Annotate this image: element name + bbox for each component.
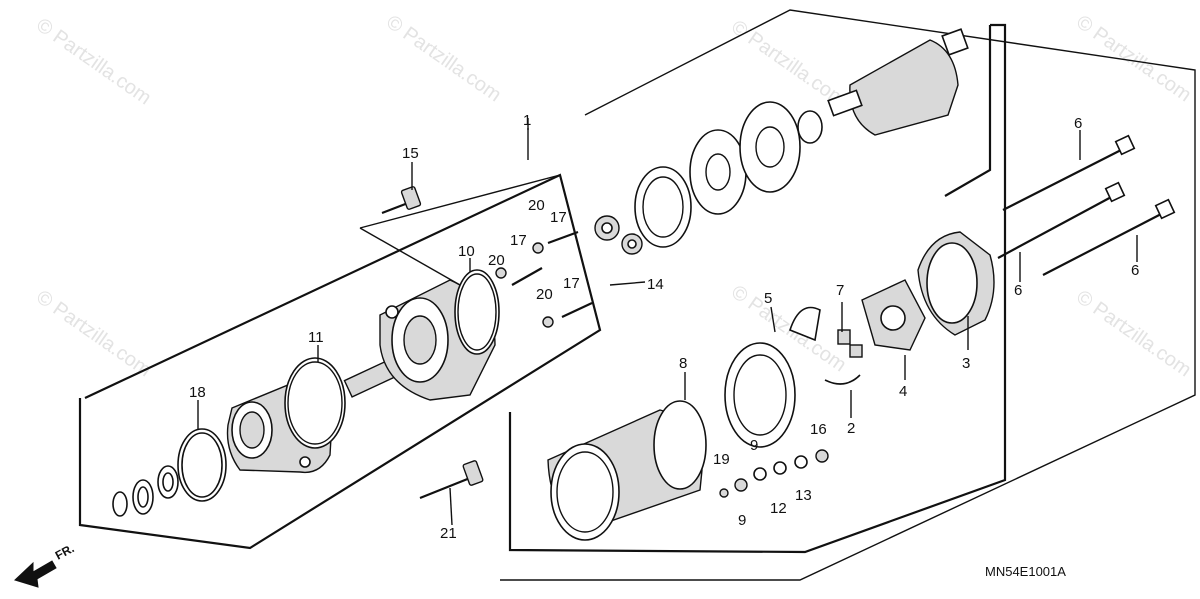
watermarks: © Partzilla.com © Partzilla.com © Partzi… <box>32 11 1195 381</box>
bolt-21 <box>419 460 484 500</box>
diagram-code: MN54E1001A <box>985 564 1066 579</box>
ring-gear <box>634 166 692 248</box>
callout-7: 7 <box>836 282 844 299</box>
plate-washers <box>689 101 823 215</box>
callout-9: 9 <box>738 512 746 529</box>
callout-20: 20 <box>536 286 553 303</box>
callout-20: 20 <box>488 252 505 269</box>
motor-case <box>547 400 707 541</box>
callout-labels: 1 15 20 17 17 10 20 17 14 20 11 18 21 6 … <box>189 112 1139 542</box>
bolts-and-washers <box>495 230 593 328</box>
front-direction-label: FR. <box>53 541 77 562</box>
brush-holder-plate <box>861 279 926 351</box>
callout-6: 6 <box>1131 262 1139 279</box>
callout-13: 13 <box>795 487 812 504</box>
callout-17: 17 <box>510 232 527 249</box>
callout-19: 19 <box>713 451 730 468</box>
watermark: © Partzilla.com <box>1072 11 1195 106</box>
terminal-hardware <box>719 449 829 498</box>
callout-17: 17 <box>563 275 580 292</box>
brushes <box>789 306 863 385</box>
watermark: © Partzilla.com <box>727 16 850 111</box>
callout-8: 8 <box>679 355 687 372</box>
watermark: © Partzilla.com <box>32 14 155 109</box>
callout-4: 4 <box>899 383 907 400</box>
brush-holder-ring <box>724 342 796 448</box>
leader-lines <box>197 118 1138 526</box>
bolt-15 <box>381 186 422 215</box>
callout-14: 14 <box>647 276 664 293</box>
callout-12: 12 <box>770 500 787 517</box>
seal-rings-group <box>112 428 227 517</box>
o-ring-10 <box>454 269 500 355</box>
through-bolts <box>997 134 1176 276</box>
callout-18: 18 <box>189 384 206 401</box>
callout-11: 11 <box>308 329 324 346</box>
callout-21: 21 <box>440 525 457 542</box>
assembly-outline <box>78 9 1196 581</box>
callout-20: 20 <box>528 197 545 214</box>
callout-17: 17 <box>550 209 567 226</box>
callout-16: 16 <box>810 421 827 438</box>
callout-3: 3 <box>962 355 970 372</box>
rear-cover <box>917 231 995 336</box>
callout-1: 1 <box>523 112 531 129</box>
watermark: © Partzilla.com <box>1072 286 1195 381</box>
callout-9: 9 <box>750 437 758 454</box>
callout-5: 5 <box>764 290 772 307</box>
front-direction-indicator: FR. <box>14 541 77 588</box>
armature <box>827 28 969 136</box>
watermark: © Partzilla.com <box>382 11 505 106</box>
callout-15: 15 <box>402 145 419 162</box>
callout-10: 10 <box>458 243 475 260</box>
planetary-gears <box>594 215 643 255</box>
callout-2: 2 <box>847 420 855 437</box>
o-ring-11 <box>284 357 346 449</box>
callout-6: 6 <box>1074 115 1082 132</box>
watermark: © Partzilla.com <box>32 286 155 381</box>
callout-6: 6 <box>1014 282 1022 299</box>
